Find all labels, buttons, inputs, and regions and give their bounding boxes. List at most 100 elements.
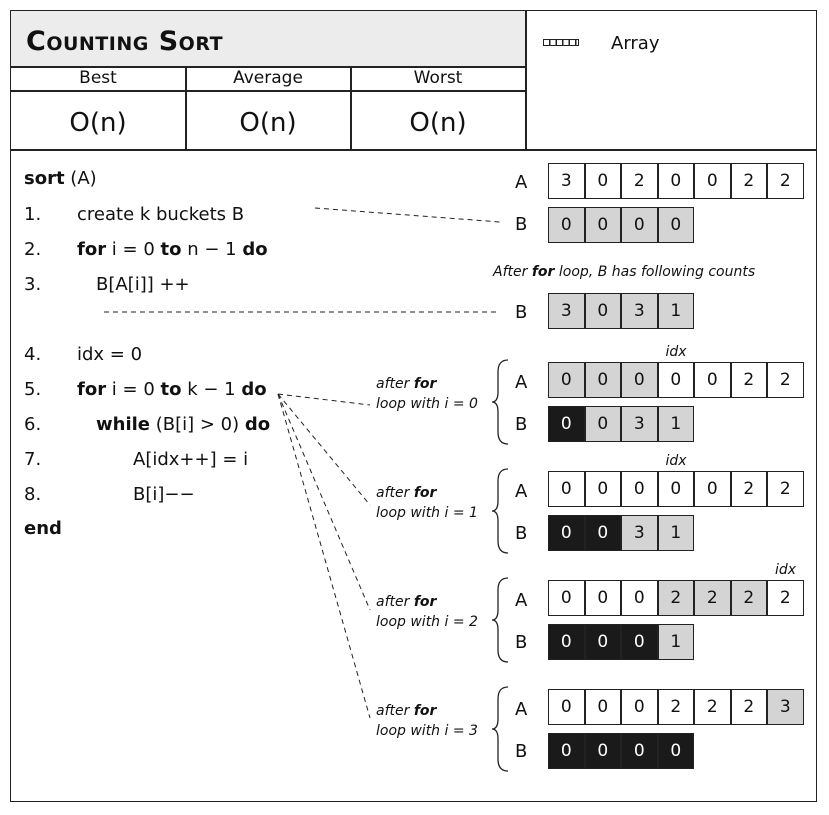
header-line bbox=[10, 90, 526, 92]
array-cell: 0 bbox=[621, 471, 658, 507]
code-text: k − 1 bbox=[181, 379, 242, 400]
array-cell: 2 bbox=[730, 163, 767, 199]
array-cell: 0 bbox=[621, 580, 658, 616]
array-cell: 0 bbox=[657, 163, 694, 199]
code-text: i = 0 bbox=[106, 379, 161, 400]
title-band bbox=[11, 11, 525, 66]
bucket-cell: 0 bbox=[657, 207, 694, 243]
array-cell: 2 bbox=[657, 580, 694, 616]
header-divider bbox=[525, 10, 527, 150]
code-signature: sort (A) bbox=[24, 168, 97, 189]
code-keyword: while bbox=[96, 414, 150, 435]
header-line bbox=[10, 66, 526, 68]
bucket-b-label: B bbox=[515, 214, 528, 235]
array-a-label: A bbox=[515, 372, 528, 393]
bucket-cell: 0 bbox=[584, 406, 621, 442]
code-line-5: for i = 0 to k − 1 do bbox=[77, 379, 267, 400]
end-keyword: end bbox=[24, 518, 62, 539]
caption-text: loop with i = 1 bbox=[376, 505, 478, 521]
array-cell: 0 bbox=[584, 580, 621, 616]
array-cell: 2 bbox=[767, 580, 804, 616]
caption-keyword: for bbox=[413, 703, 437, 719]
line-number: 8. bbox=[24, 484, 42, 505]
caption-text: After bbox=[493, 264, 532, 280]
diagram-frame bbox=[10, 10, 817, 802]
array-icon bbox=[543, 39, 579, 46]
counts-caption: After for loop, B has following counts bbox=[493, 264, 755, 280]
code-text: A[idx++] = i bbox=[133, 449, 249, 470]
page-title: Counting Sort bbox=[26, 26, 224, 57]
caption-text: loop with i = 0 bbox=[376, 396, 478, 412]
bucket-cell: 0 bbox=[584, 207, 621, 243]
array-cell: 2 bbox=[767, 362, 804, 398]
code-keyword: do bbox=[242, 239, 268, 260]
code-keyword: to bbox=[160, 379, 182, 400]
bucket-cell: 0 bbox=[548, 207, 585, 243]
dashed-connector bbox=[314, 207, 501, 223]
bucket-cell: 0 bbox=[657, 733, 694, 769]
bucket-cell: 3 bbox=[621, 406, 658, 442]
bucket-cell: 3 bbox=[621, 293, 658, 329]
complexity-best: O(n) bbox=[69, 108, 127, 138]
code-keyword: for bbox=[77, 239, 107, 260]
line-number: 4. bbox=[24, 344, 42, 365]
code-line-6: while (B[i] > 0) do bbox=[96, 414, 270, 435]
code-line-3: B[A[i]] ++ bbox=[96, 274, 190, 295]
array-cell: 2 bbox=[730, 471, 767, 507]
bucket-cell: 0 bbox=[548, 515, 585, 551]
bucket-b-label: B bbox=[515, 523, 528, 544]
caption-keyword: for bbox=[413, 376, 437, 392]
code-text: B[A[i]] ++ bbox=[96, 274, 190, 295]
array-a-label: A bbox=[515, 590, 528, 611]
brace-icon bbox=[492, 359, 509, 445]
array-cell: 0 bbox=[584, 471, 621, 507]
code-line-2: for i = 0 to n − 1 do bbox=[77, 239, 268, 260]
array-cell: 0 bbox=[584, 163, 621, 199]
brace-icon bbox=[492, 577, 509, 663]
array-cell: 3 bbox=[548, 163, 585, 199]
complexity-header-average: Average bbox=[233, 68, 303, 88]
idx-pointer-label: idx bbox=[775, 562, 797, 578]
bucket-b-label: B bbox=[515, 741, 528, 762]
line-number: 1. bbox=[24, 204, 42, 225]
bucket-cell: 0 bbox=[548, 406, 585, 442]
array-cell: 2 bbox=[694, 689, 731, 725]
array-cell: 0 bbox=[621, 689, 658, 725]
array-cell: 0 bbox=[584, 689, 621, 725]
complexity-header-worst: Worst bbox=[413, 68, 463, 88]
bucket-cell: 0 bbox=[584, 624, 621, 660]
line-number: 2. bbox=[24, 239, 42, 260]
idx-pointer-label: idx bbox=[665, 344, 687, 360]
bucket-b-label: B bbox=[515, 632, 528, 653]
array-cell: 2 bbox=[730, 580, 767, 616]
array-cell: 0 bbox=[584, 362, 621, 398]
brace-icon bbox=[492, 686, 509, 772]
bucket-b-label: B bbox=[515, 302, 528, 323]
complexity-worst: O(n) bbox=[409, 108, 467, 138]
array-cell: 0 bbox=[548, 689, 585, 725]
array-cell: 2 bbox=[621, 163, 658, 199]
dashed-connector bbox=[277, 393, 371, 611]
array-cell: 0 bbox=[621, 362, 658, 398]
header-line bbox=[10, 149, 817, 151]
array-a-label: A bbox=[515, 699, 528, 720]
array-cell: 0 bbox=[694, 362, 731, 398]
bucket-cell: 1 bbox=[657, 406, 694, 442]
array-cell: 2 bbox=[657, 689, 694, 725]
bucket-cell: 0 bbox=[621, 624, 658, 660]
code-line-7: A[idx++] = i bbox=[133, 449, 248, 470]
code-text: create k buckets B bbox=[77, 204, 245, 225]
line-number: 7. bbox=[24, 449, 42, 470]
array-cell: 0 bbox=[657, 471, 694, 507]
idx-pointer-label: idx bbox=[665, 453, 687, 469]
dashed-connector bbox=[277, 393, 371, 406]
bucket-cell: 0 bbox=[621, 733, 658, 769]
bucket-cell: 0 bbox=[548, 624, 585, 660]
line-number: 6. bbox=[24, 414, 42, 435]
array-cell: 3 bbox=[767, 689, 804, 725]
bucket-cell: 1 bbox=[657, 624, 694, 660]
